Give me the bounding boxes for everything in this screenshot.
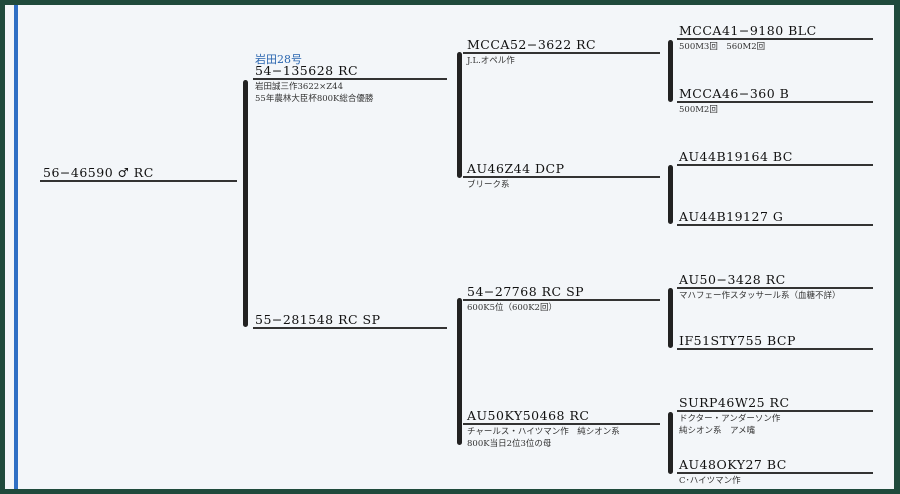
gen2-name: 54−27768 RC SP bbox=[467, 284, 585, 299]
sire-label: 岩田28号 bbox=[255, 53, 302, 66]
gen3-line bbox=[677, 410, 873, 412]
gen3-note: ドクター・アンダーソン作 bbox=[679, 414, 781, 424]
left-blue-edge bbox=[14, 5, 18, 489]
gen2-bracket-dam bbox=[457, 298, 462, 445]
gen2-note: 600K5位（600K2回） bbox=[467, 303, 557, 313]
gen3-line bbox=[677, 224, 873, 226]
gen3-bracket bbox=[668, 165, 673, 224]
gen2-line bbox=[463, 423, 660, 425]
gen3-name: AU48OKY27 BC bbox=[679, 457, 787, 472]
sire-line bbox=[253, 78, 447, 80]
gen3-name: MCCA46−360 B bbox=[679, 86, 790, 101]
gen1-bracket bbox=[243, 80, 248, 327]
subject-name: 56−46590 ♂ RC bbox=[43, 165, 154, 180]
gen2-line bbox=[463, 52, 660, 54]
gen3-bracket bbox=[668, 412, 673, 474]
gen3-name: AU44B19127 G bbox=[679, 209, 784, 224]
gen3-name: AU44B19164 BC bbox=[679, 149, 793, 164]
dam-name: 55−281548 RC SP bbox=[255, 312, 381, 327]
subject-line bbox=[40, 180, 237, 182]
gen3-bracket bbox=[668, 288, 673, 348]
gen2-name: AU50KY50468 RC bbox=[467, 408, 590, 423]
gen2-note: J.L.オペル作 bbox=[467, 56, 515, 66]
gen3-bracket bbox=[668, 40, 673, 102]
gen3-line bbox=[677, 472, 873, 474]
gen2-note: ブリーク系 bbox=[467, 180, 510, 190]
gen3-line bbox=[677, 348, 873, 350]
gen2-note: チャールス・ハイツマン作 純シオン系 bbox=[467, 427, 620, 437]
gen2-line bbox=[463, 299, 660, 301]
gen3-name: IF51STY755 BCP bbox=[679, 333, 796, 348]
pedigree-sheet: 56−46590 ♂ RC 岩田28号 54−135628 RC 岩田誠三作36… bbox=[5, 5, 894, 489]
gen3-note: マハフェー作スタッサール系（血糖不詳） bbox=[679, 291, 841, 301]
gen3-note: 500M3回 560M2回 bbox=[679, 42, 766, 52]
gen3-name: AU50−3428 RC bbox=[679, 272, 786, 287]
sire-note: 岩田誠三作3622×Z44 bbox=[255, 82, 343, 92]
gen2-line bbox=[463, 176, 660, 178]
gen3-line bbox=[677, 38, 873, 40]
sire-note: 55年農林大臣杯800K総合優勝 bbox=[255, 94, 374, 104]
gen3-note: 純シオン系 アメ嘴 bbox=[679, 426, 756, 436]
gen3-note: C･ハイツマン作 bbox=[679, 476, 741, 486]
gen2-note: 800K当日2位3位の母 bbox=[467, 439, 552, 449]
gen3-name: MCCA41−9180 BLC bbox=[679, 23, 817, 38]
sire-name: 54−135628 RC bbox=[255, 63, 359, 78]
dam-line bbox=[253, 327, 447, 329]
gen3-note: 500M2回 bbox=[679, 105, 718, 115]
gen3-line bbox=[677, 101, 873, 103]
gen3-line bbox=[677, 164, 873, 166]
gen3-line bbox=[677, 287, 873, 289]
gen3-name: SURP46W25 RC bbox=[679, 395, 790, 410]
gen2-name: AU46Z44 DCP bbox=[467, 161, 565, 176]
gen2-bracket-sire bbox=[457, 52, 462, 178]
gen2-name: MCCA52−3622 RC bbox=[467, 37, 597, 52]
